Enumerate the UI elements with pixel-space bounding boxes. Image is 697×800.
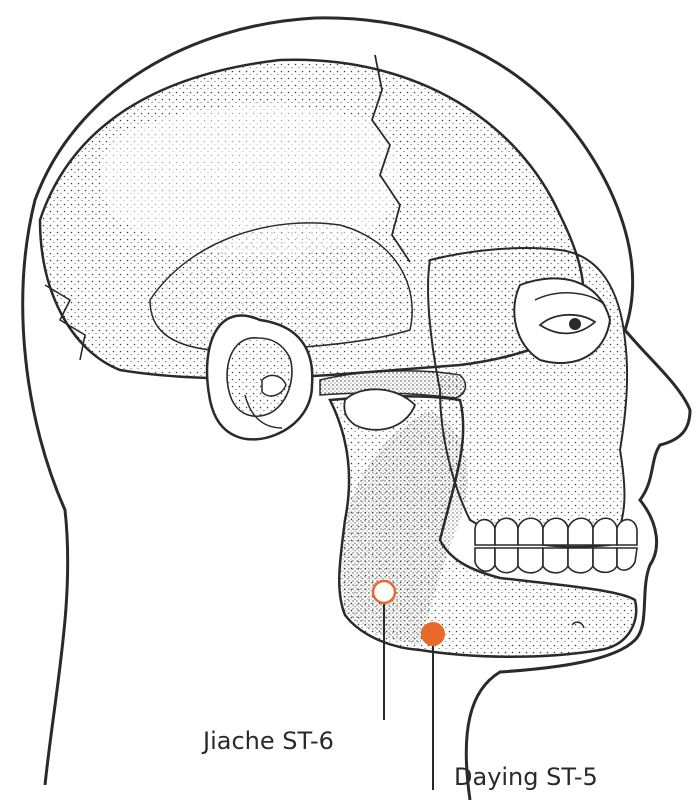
- jiache-st6-marker: [371, 579, 397, 605]
- eye-icon: [538, 313, 597, 335]
- head-outline: [21, 16, 692, 800]
- daying-st5-marker: [421, 622, 445, 646]
- teeth: [474, 517, 638, 574]
- mandible-ramus: [341, 410, 468, 645]
- temporal-region: [149, 222, 413, 351]
- daying-st5-label: Daying ST-5: [454, 763, 598, 791]
- jiache-st6-label: Jiache ST-6: [203, 727, 334, 755]
